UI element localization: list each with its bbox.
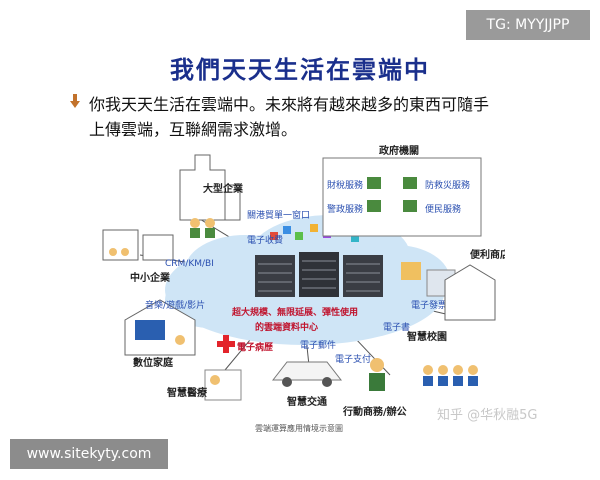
body-text-line-1: 你我天天生活在雲端中。未來將有越來越多的東西可隨手 bbox=[89, 95, 490, 114]
label-e-payment: 電子支付 bbox=[335, 353, 371, 365]
mobile-commerce-icon bbox=[369, 358, 385, 391]
smart-campus-icon bbox=[423, 264, 496, 386]
watermark-telegram: TG: MYYJJPP bbox=[466, 10, 590, 40]
body-text-line-2: 上傳雲端，互聯網需求激增。 bbox=[89, 120, 298, 139]
server-racks-icon bbox=[255, 252, 383, 297]
government-building-icon bbox=[322, 157, 482, 237]
slide-title: 我們天天生活在雲端中 bbox=[170, 55, 430, 84]
label-convenience-store: 便利商店 bbox=[470, 248, 505, 261]
label-disaster-service: 防救災服務 bbox=[425, 179, 470, 191]
label-mobile-commerce: 行動商務/辦公 bbox=[342, 405, 407, 418]
label-cloud-line-1: 超大規模、無限延展、彈性使用 bbox=[231, 306, 358, 318]
label-digital-home: 數位家庭 bbox=[133, 356, 174, 369]
large-enterprise-building-icon bbox=[179, 154, 241, 238]
smart-traffic-car-icon bbox=[271, 361, 343, 387]
label-e-invoice: 電子發票 bbox=[411, 299, 447, 311]
label-finance-service: 財稅服務 bbox=[327, 179, 363, 191]
digital-home-icon bbox=[124, 299, 196, 356]
label-government: 政府機關 bbox=[379, 144, 419, 157]
label-etc: 電子收費 bbox=[247, 234, 283, 246]
label-sme: 中小企業 bbox=[130, 271, 171, 284]
diagram-caption: 雲端運算應用情境示意圖 bbox=[255, 424, 343, 433]
label-citizen-service: 便民服務 bbox=[425, 203, 461, 215]
label-e-book: 電子書 bbox=[383, 321, 410, 333]
sme-building-icon bbox=[102, 229, 174, 261]
label-emr: 電子病歷 bbox=[237, 341, 273, 353]
label-cloud-line-2: 的雲端資料中心 bbox=[255, 321, 318, 333]
label-trade-single-window: 關港貿單一窗口 bbox=[247, 209, 310, 221]
watermark-site: www.sitekyty.com bbox=[10, 439, 168, 469]
label-smart-campus: 智慧校園 bbox=[407, 330, 447, 343]
smart-medical-icon bbox=[204, 335, 242, 401]
watermark-zhihu: 知乎 @华秋融5G bbox=[437, 408, 538, 423]
label-police-service: 警政服務 bbox=[327, 203, 363, 215]
label-smart-traffic: 智慧交通 bbox=[287, 395, 327, 408]
label-music-games-video: 音樂/遊戲/影片 bbox=[145, 299, 205, 311]
cloud-computing-diagram: 大型企業 關港貿單一窗口 電子收費 CRM/KM/BI 中小企業 政府機關 財稅… bbox=[102, 144, 505, 418]
bullet-arrow-icon bbox=[70, 94, 80, 108]
label-large-enterprise: 大型企業 bbox=[203, 182, 244, 195]
label-email: 電子郵件 bbox=[300, 339, 336, 351]
label-smart-medical: 智慧醫療 bbox=[167, 386, 207, 399]
label-crm: CRM/KM/BI bbox=[165, 259, 214, 269]
